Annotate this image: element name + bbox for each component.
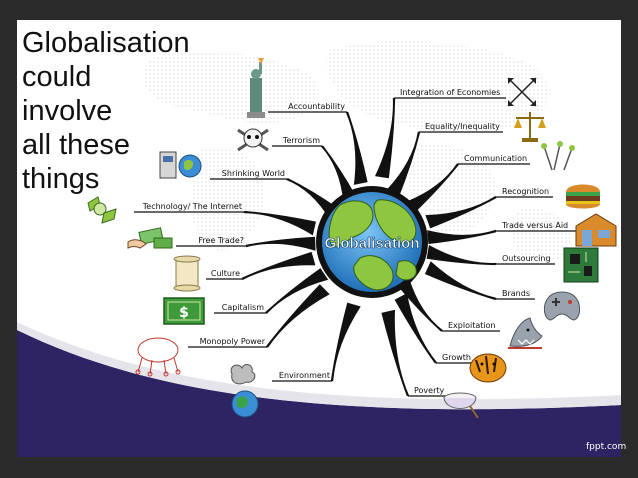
spider-leg-left-2 [320, 145, 356, 203]
branch-label-left-8: Monopoly Power [200, 337, 266, 346]
title-line-4: all these [22, 129, 130, 161]
icons: $ [87, 58, 617, 419]
branch-label-right-10: Poverty [414, 386, 445, 395]
statue-of-liberty-icon [247, 58, 265, 118]
branch-underlines [134, 97, 576, 397]
shark-icon [508, 317, 543, 349]
branch-label-left-6: Culture [211, 269, 240, 278]
spider-leg-left-5 [245, 236, 316, 251]
spider-leg-right-6 [426, 245, 497, 266]
skull-crossbones-icon [237, 128, 269, 152]
spider-legs [241, 97, 497, 397]
spider-leg-right-1 [374, 97, 396, 179]
branch-label-right-2: Equality/Inequality [425, 122, 500, 131]
branch-label-right-6: Outsourcing [502, 254, 551, 263]
brain-network-icon [135, 337, 181, 377]
title-line-2: could [22, 61, 91, 93]
globe-land-1 [328, 200, 374, 248]
spider-leg-right-9 [394, 293, 438, 364]
center-label: Globalisation [324, 235, 419, 252]
burger-icon [566, 184, 600, 209]
branch-label-right-1: Integration of Economies [400, 88, 500, 97]
title-line-1: Globalisation [22, 27, 190, 59]
game-controller-icon [543, 291, 581, 321]
circuit-board-icon [563, 247, 599, 283]
spider-leg-right-8 [397, 277, 443, 332]
branch-label-right-3: Communication [464, 154, 527, 163]
branch-label-left-5: Free Trade? [198, 236, 244, 245]
branch-label-left-3: Shrinking World [222, 169, 285, 178]
branch-label-right-5: Trade versus Aid [501, 221, 568, 230]
globe-land-3 [353, 255, 394, 291]
bottom-swoosh [17, 330, 621, 457]
tiger-icon [469, 353, 507, 383]
scroll-icon [173, 255, 201, 292]
spider-leg-right-7 [424, 261, 497, 301]
title-line-5: things [22, 163, 99, 195]
spider-leg-left-1 [345, 111, 368, 185]
svg-text:$: $ [179, 305, 189, 321]
globe-land-2 [373, 199, 417, 244]
arrows-cross-icon [507, 77, 537, 107]
globe-land-4 [395, 260, 417, 281]
slide-title: Globalisation could involve all these th… [22, 27, 190, 195]
title-line-3: involve [22, 95, 112, 127]
spider-leg-left-8 [266, 284, 330, 348]
branch-label-left-7: Capitalism [222, 303, 264, 312]
warehouse-icon [575, 213, 617, 247]
spider-leg-right-2 [386, 131, 421, 196]
branch-label-right-9: Growth [442, 353, 471, 362]
satellite-icon [87, 196, 117, 224]
branch-label-right-8: Exploitation [448, 321, 496, 330]
spider-leg-right-5 [427, 229, 497, 245]
polluted-earth-icon [230, 364, 259, 418]
dollar-bill-icon: $ [163, 297, 205, 325]
branch-label-left-1: Accountability [288, 102, 345, 111]
branch-label-right-7: Brands [502, 289, 530, 298]
branch-label-right-4: Recognition [502, 187, 549, 196]
spider-leg-right-4 [425, 195, 497, 229]
center-globe: Globalisation [316, 186, 428, 298]
footer-brand: fppt.com [586, 442, 626, 452]
spider-leg-left-9 [330, 302, 361, 382]
computer-globe-icon [159, 151, 202, 179]
branch-label-left-9: Environment [279, 371, 330, 380]
scales-icon [514, 112, 546, 142]
empty-bowl-icon [443, 392, 479, 419]
branch-label-left-4: Technology/ The Internet [142, 202, 242, 211]
spider-leg-left-7 [265, 268, 329, 314]
spider-leg-left-6 [241, 251, 316, 281]
spider-leg-right-3 [405, 163, 459, 213]
antenna-icon [541, 141, 575, 171]
spider-leg-right-10 [381, 309, 410, 397]
branch-label-left-2: Terrorism [282, 136, 320, 145]
money-hand-icon [127, 227, 173, 249]
swoosh-highlight [17, 322, 621, 410]
world-map-watermark [143, 41, 571, 265]
spider-leg-left-3 [286, 178, 338, 220]
spider-leg-left-4 [243, 210, 316, 236]
